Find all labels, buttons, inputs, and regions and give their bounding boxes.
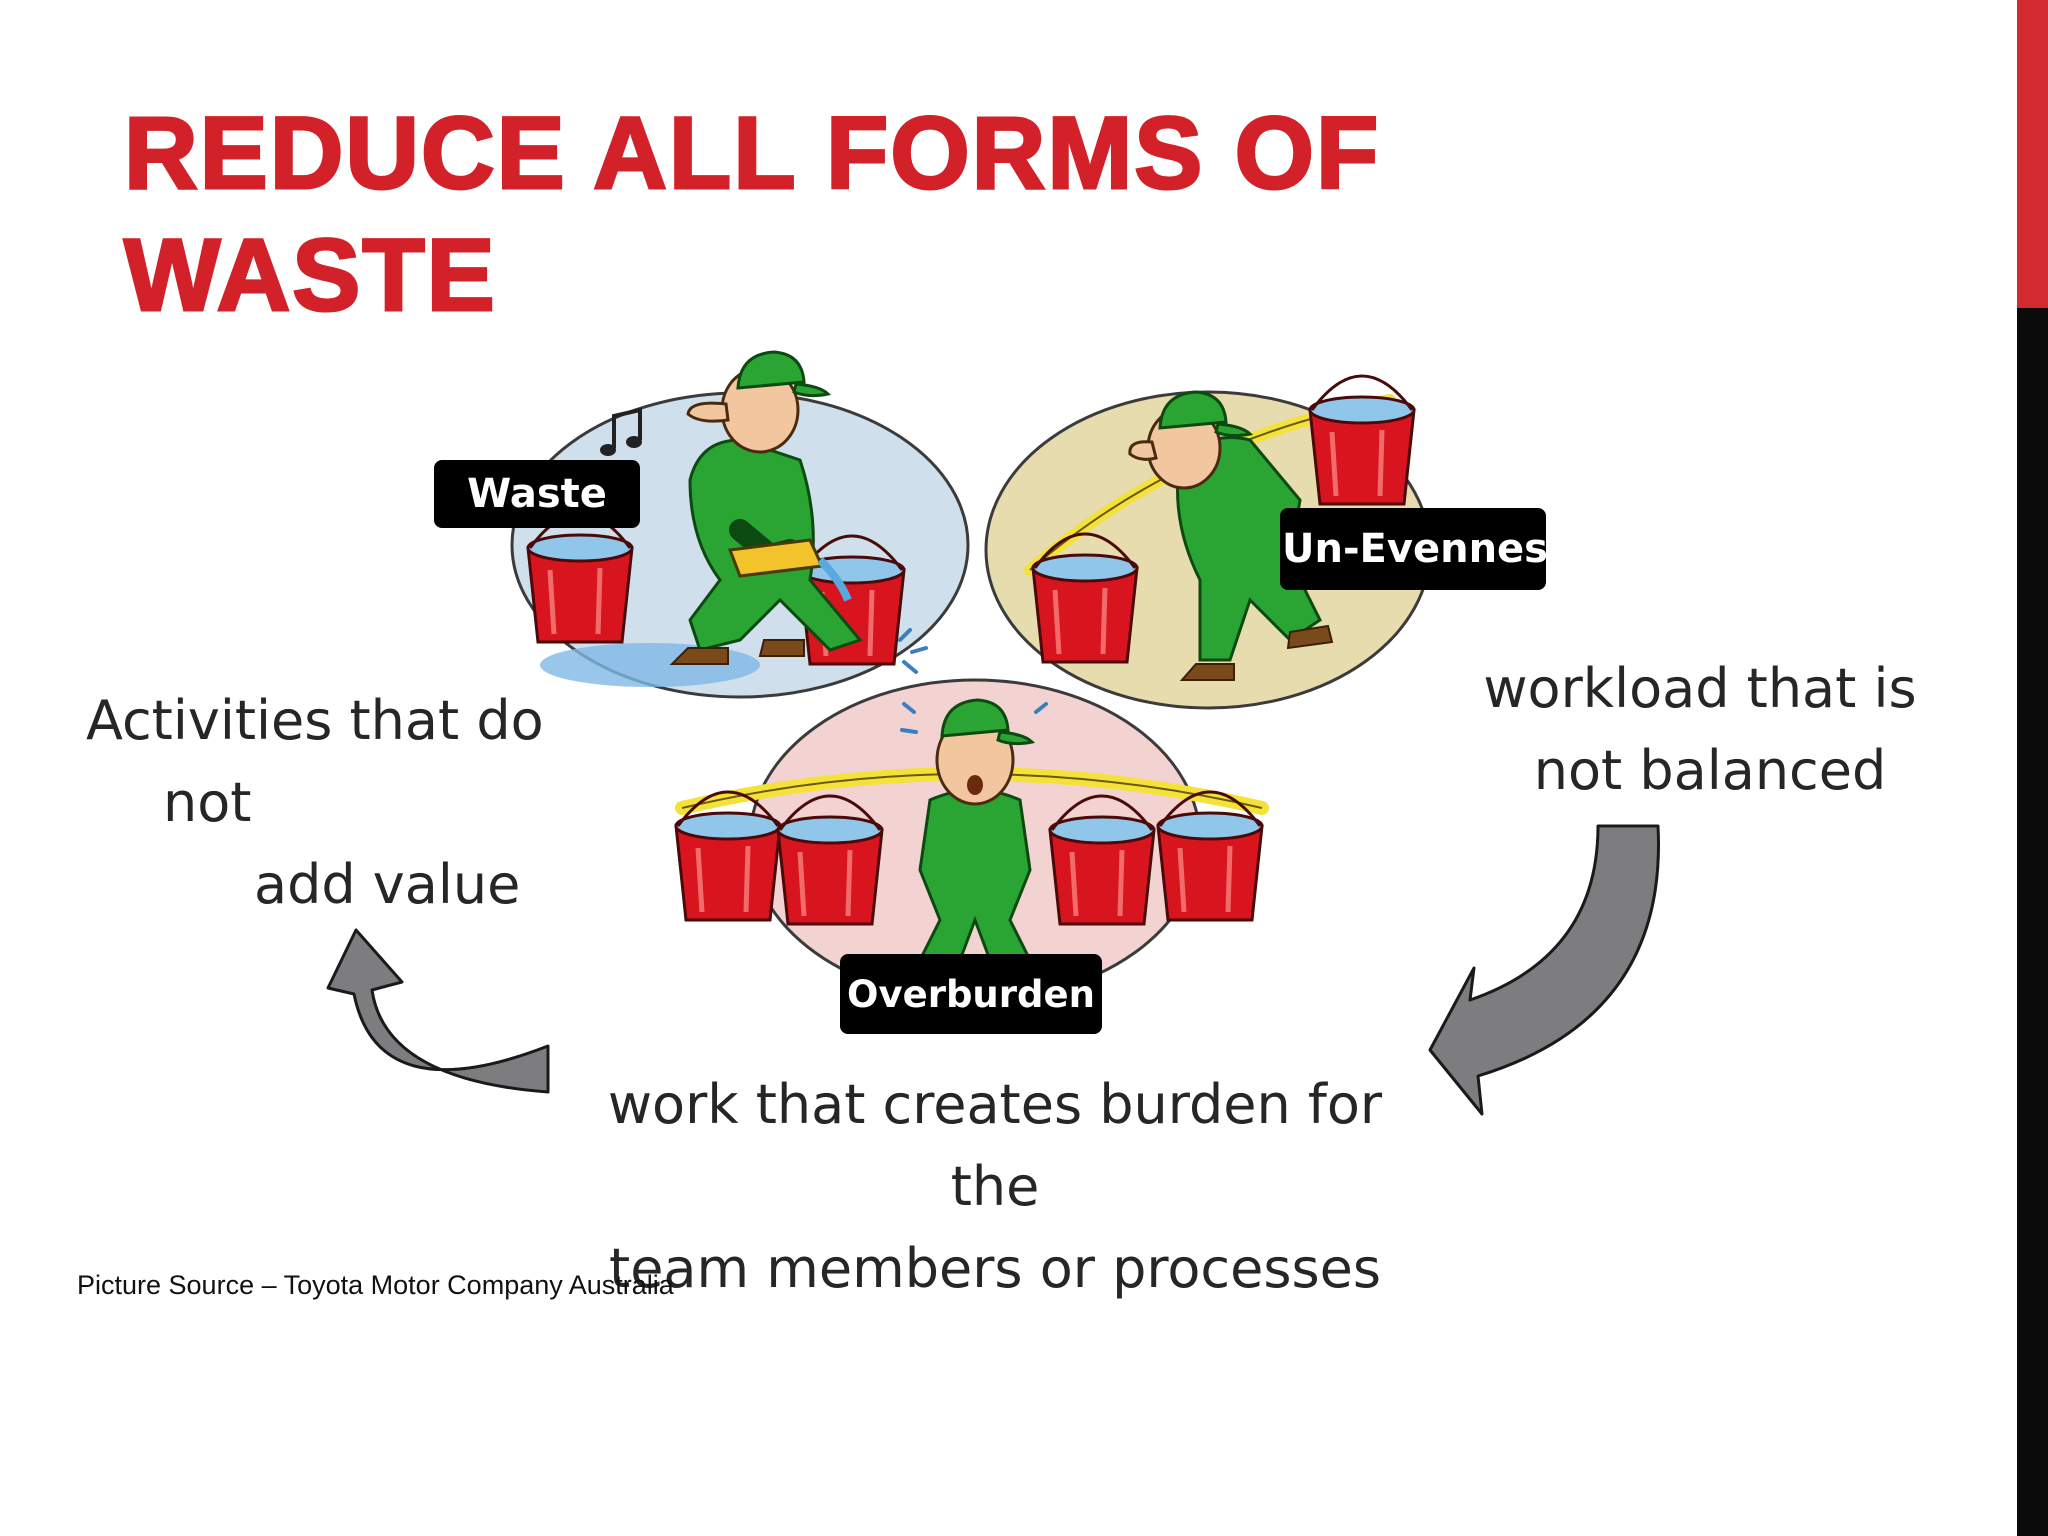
- overburden-label: Overburden: [840, 954, 1102, 1034]
- overburden-description-line-1: work that creates burden for: [607, 1073, 1383, 1136]
- waste-label: Waste: [434, 460, 640, 528]
- sweat-drop-icon: [900, 702, 1048, 734]
- overburden-description-line-3: team members or processes: [609, 1237, 1381, 1300]
- uneven-illustration: [984, 376, 1432, 710]
- side-accent-red: [2017, 0, 2048, 308]
- slide-title: REDUCE ALL FORMS OF WASTE: [123, 95, 1381, 334]
- waste-description-line-1: Activities that do: [86, 689, 544, 752]
- arrow-right-curved: [1428, 824, 1660, 1116]
- uneven-description-line-1: workload that is: [1483, 657, 1917, 720]
- music-note-icon: [600, 407, 642, 456]
- overburden-description: work that creates burden for the team me…: [560, 1064, 1430, 1310]
- water-splash-icon: [898, 628, 928, 674]
- waste-description: Activities that do not add value: [86, 680, 586, 926]
- overburden-description-line-2: the: [950, 1155, 1040, 1218]
- side-accent-black: [2017, 308, 2048, 1536]
- uneven-label: Un-Evenness: [1280, 508, 1546, 590]
- uneven-description-line-2: not balanced: [1533, 739, 1887, 802]
- picture-source: Picture Source – Toyota Motor Company Au…: [77, 1270, 674, 1300]
- arrow-left-curved: [326, 928, 550, 1094]
- waste-description-line-2: not: [163, 771, 252, 834]
- uneven-description: workload that is not balanced: [1440, 648, 1960, 812]
- waste-description-line-3: add value: [254, 853, 521, 916]
- overburden-illustration: [676, 678, 1269, 1002]
